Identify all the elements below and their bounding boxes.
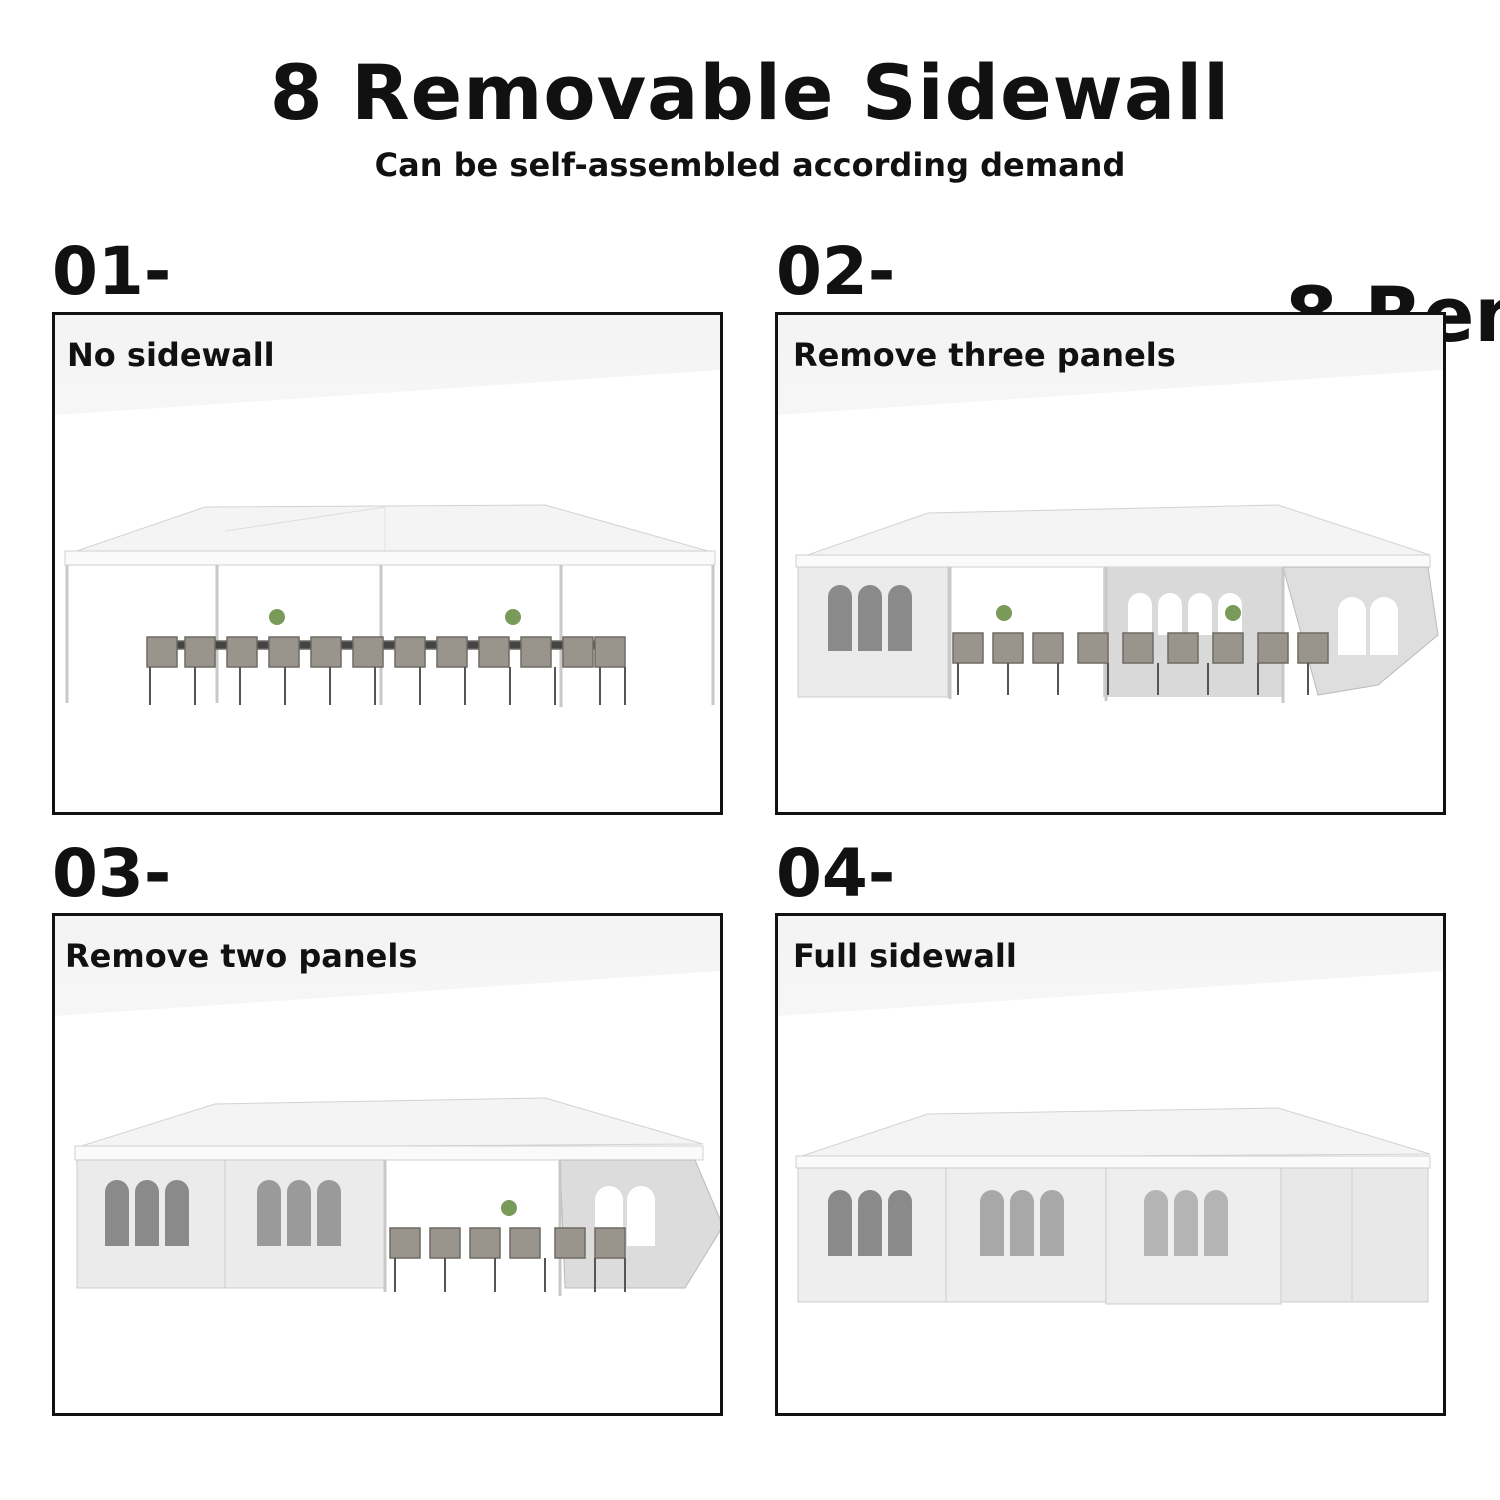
step-number-02: 02- — [776, 233, 896, 310]
tent-two-removed-illustration — [74, 1097, 720, 1296]
tent-full-sidewall-illustration — [795, 1107, 1431, 1305]
panel-remove-two: Remove two panels — [52, 913, 723, 1416]
page-title: 8 Removable Sidewall — [269, 48, 1231, 137]
step-number-01: 01- — [52, 233, 172, 310]
tent-open-illustration — [64, 504, 716, 707]
panel-full-sidewall: Full sidewall — [775, 913, 1446, 1416]
step-number-04: 04- — [776, 835, 896, 912]
panel-label: Remove three panels — [793, 336, 1176, 374]
step-number-03: 03- — [52, 835, 172, 912]
panel-label: Full sidewall — [793, 937, 1017, 975]
panel-label: Remove two panels — [65, 937, 418, 975]
tent-three-removed-illustration — [795, 504, 1439, 703]
panel-label: No sidewall — [67, 336, 275, 374]
page-subtitle: Can be self-assembled according demand — [374, 146, 1126, 184]
panel-remove-three: Remove three panels — [775, 312, 1446, 815]
panel-no-sidewall: No sidewall — [52, 312, 723, 815]
